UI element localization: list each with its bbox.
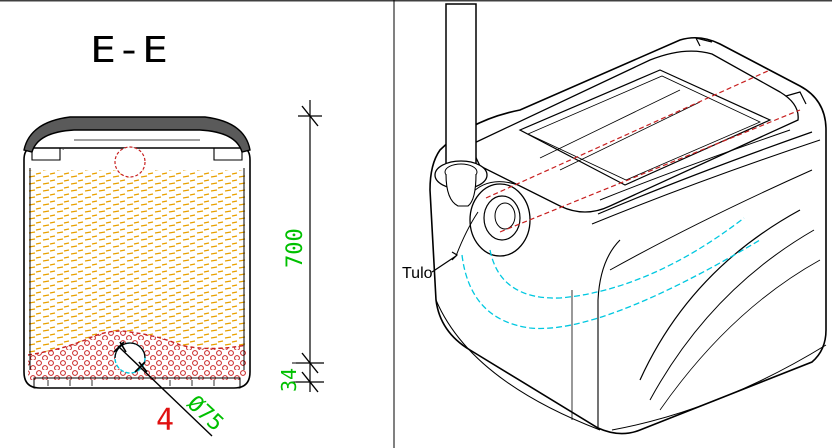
vertical-dimension: [292, 100, 324, 393]
top-pipe-circle: [114, 146, 146, 178]
gravel-boundary: [28, 330, 246, 356]
lid-mark-left: ·: [62, 146, 64, 154]
height-700-label: 700: [283, 228, 308, 268]
internal-cyan-pipe: [461, 217, 761, 330]
riser-pipe: [434, 3, 488, 207]
diameter-leader: [117, 345, 213, 437]
lid: [23, 116, 251, 153]
isometric-view: [429, 36, 827, 435]
inlet-boss: [469, 183, 531, 257]
slope-marker: 4: [156, 403, 174, 438]
section-view: · Ø75 4: [23, 116, 251, 438]
height-34-label: 34: [277, 368, 301, 392]
internal-red-lines: [485, 69, 801, 233]
inlet-leader: [431, 211, 479, 273]
diameter-label: Ø75: [182, 391, 228, 436]
tank-base: [33, 377, 241, 389]
inlet-label: Tulo: [402, 265, 433, 282]
tank-lid-iso: [469, 50, 799, 213]
section-title: E-E: [90, 30, 168, 71]
tank-body-iso: [429, 36, 827, 435]
